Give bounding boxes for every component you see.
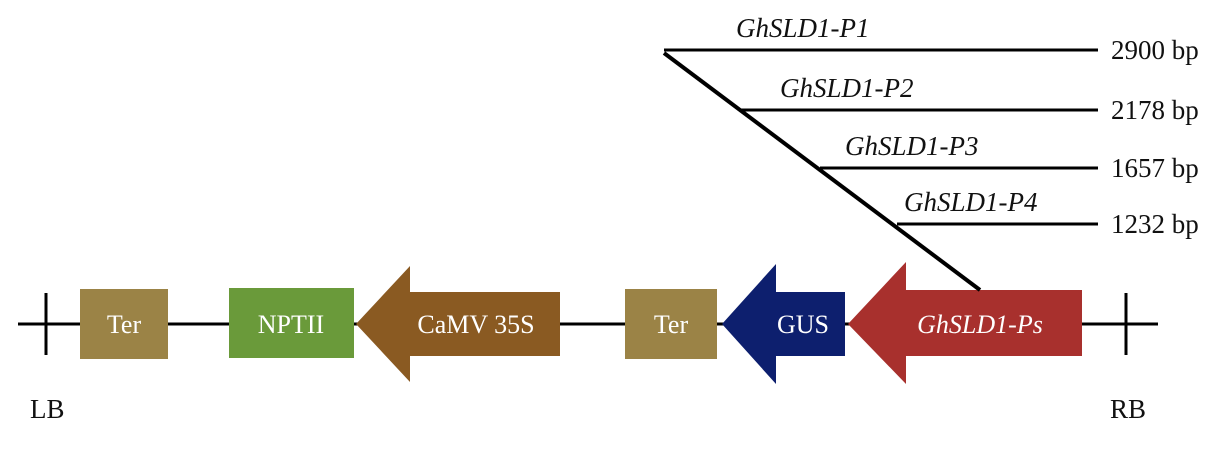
promoter-length-p4: 1232 bp xyxy=(1111,209,1199,239)
ter-right-box xyxy=(625,289,717,359)
promoter-length-p3: 1657 bp xyxy=(1111,153,1199,183)
promoter-name-p2: GhSLD1-P2 xyxy=(780,73,914,103)
gus-arrow xyxy=(722,264,845,384)
rb-label: RB xyxy=(1110,394,1146,424)
lb-label: LB xyxy=(30,394,65,424)
promoter-name-p1: GhSLD1-P1 xyxy=(736,13,870,43)
ter-left-label: Ter xyxy=(107,310,142,339)
camv35s-arrow xyxy=(356,266,560,382)
ghsld1-ps-arrow xyxy=(848,262,1082,384)
ter-right-label: Ter xyxy=(654,310,689,339)
promoter-name-p3: GhSLD1-P3 xyxy=(845,131,979,161)
gus-label: GUS xyxy=(777,310,829,339)
nptii-box xyxy=(229,288,354,358)
promoter-name-p4: GhSLD1-P4 xyxy=(904,187,1038,217)
promoter-length-p1: 2900 bp xyxy=(1111,35,1199,65)
ghsld1-ps-label: GhSLD1-Ps xyxy=(917,310,1043,339)
nptii-label: NPTII xyxy=(258,310,324,339)
ter-left-box xyxy=(80,289,168,359)
promoter-length-p2: 2178 bp xyxy=(1111,95,1199,125)
camv35s-label: CaMV 35S xyxy=(417,310,534,339)
promoter-diagonal xyxy=(662,51,982,292)
